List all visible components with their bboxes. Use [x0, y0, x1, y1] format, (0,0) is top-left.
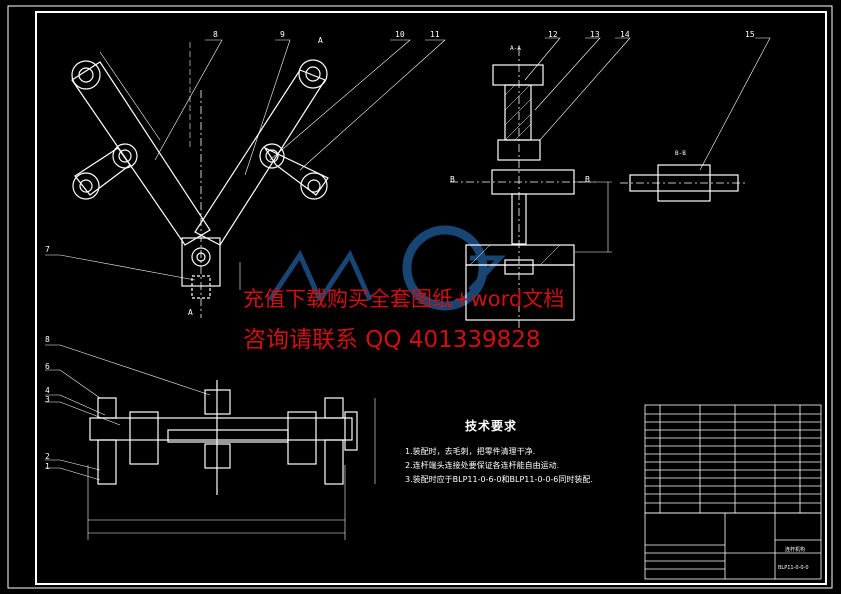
balloon-14: 14 — [620, 30, 630, 39]
section-mark-a-bottom: A — [188, 308, 193, 317]
section-mark-b-right: B — [585, 175, 590, 184]
balloon-7: 7 — [45, 245, 50, 254]
watermark-line-1: 充值下载购买全套图纸+word文档 — [243, 287, 565, 311]
requirement-item-2: 2.连杆端头连接处要保证各连杆能自由运动. — [405, 461, 560, 470]
balloon-3: 3 — [45, 395, 50, 404]
balloon-12: 12 — [548, 30, 558, 39]
balloon-4: 4 — [45, 386, 50, 395]
section-title-aa: A-A — [510, 45, 521, 52]
balloon-9: 9 — [280, 30, 285, 39]
parts-list — [644, 404, 822, 514]
hatching-aa — [469, 84, 561, 266]
requirement-item-1: 1.装配时，去毛刺，把零件清理干净. — [405, 447, 536, 456]
title-block — [644, 512, 822, 580]
balloon-11: 11 — [430, 30, 440, 39]
side-view-assembly — [87, 380, 376, 540]
leaders-front — [45, 39, 446, 281]
requirement-item-3: 3.装配时应于BLP11-0-6-0和BLP11-0-0-6同时装配. — [405, 475, 593, 484]
balloon-15: 15 — [745, 30, 755, 39]
front-view-v-linkage — [71, 51, 329, 318]
inner-frame — [35, 11, 827, 585]
watermark-logo — [267, 225, 506, 311]
title-block-name: 连杆机构 — [785, 547, 806, 553]
section-mark-b-left: B — [450, 175, 455, 184]
balloon-6: 6 — [45, 362, 50, 371]
balloon-8b: 8 — [45, 335, 50, 344]
outer-frame — [7, 5, 833, 589]
section-mark-a-top: A — [318, 36, 323, 45]
section-view-aa — [450, 48, 612, 330]
balloon-10: 10 — [395, 30, 405, 39]
leaders-side — [45, 344, 211, 481]
requirements-title: 技术要求 — [465, 419, 518, 433]
balloon-8: 8 — [213, 30, 218, 39]
balloon-2: 2 — [45, 452, 50, 461]
balloon-1: 1 — [45, 462, 50, 471]
leaders-section — [524, 37, 631, 141]
balloon-13: 13 — [590, 30, 600, 39]
title-block-drawing-no: BLP11-0-0-0 — [778, 565, 809, 571]
watermark-line-2: 咨询请联系 QQ 401339828 — [243, 327, 541, 353]
section-title-bb: B-B — [675, 150, 686, 157]
section-view-bb — [620, 37, 771, 202]
